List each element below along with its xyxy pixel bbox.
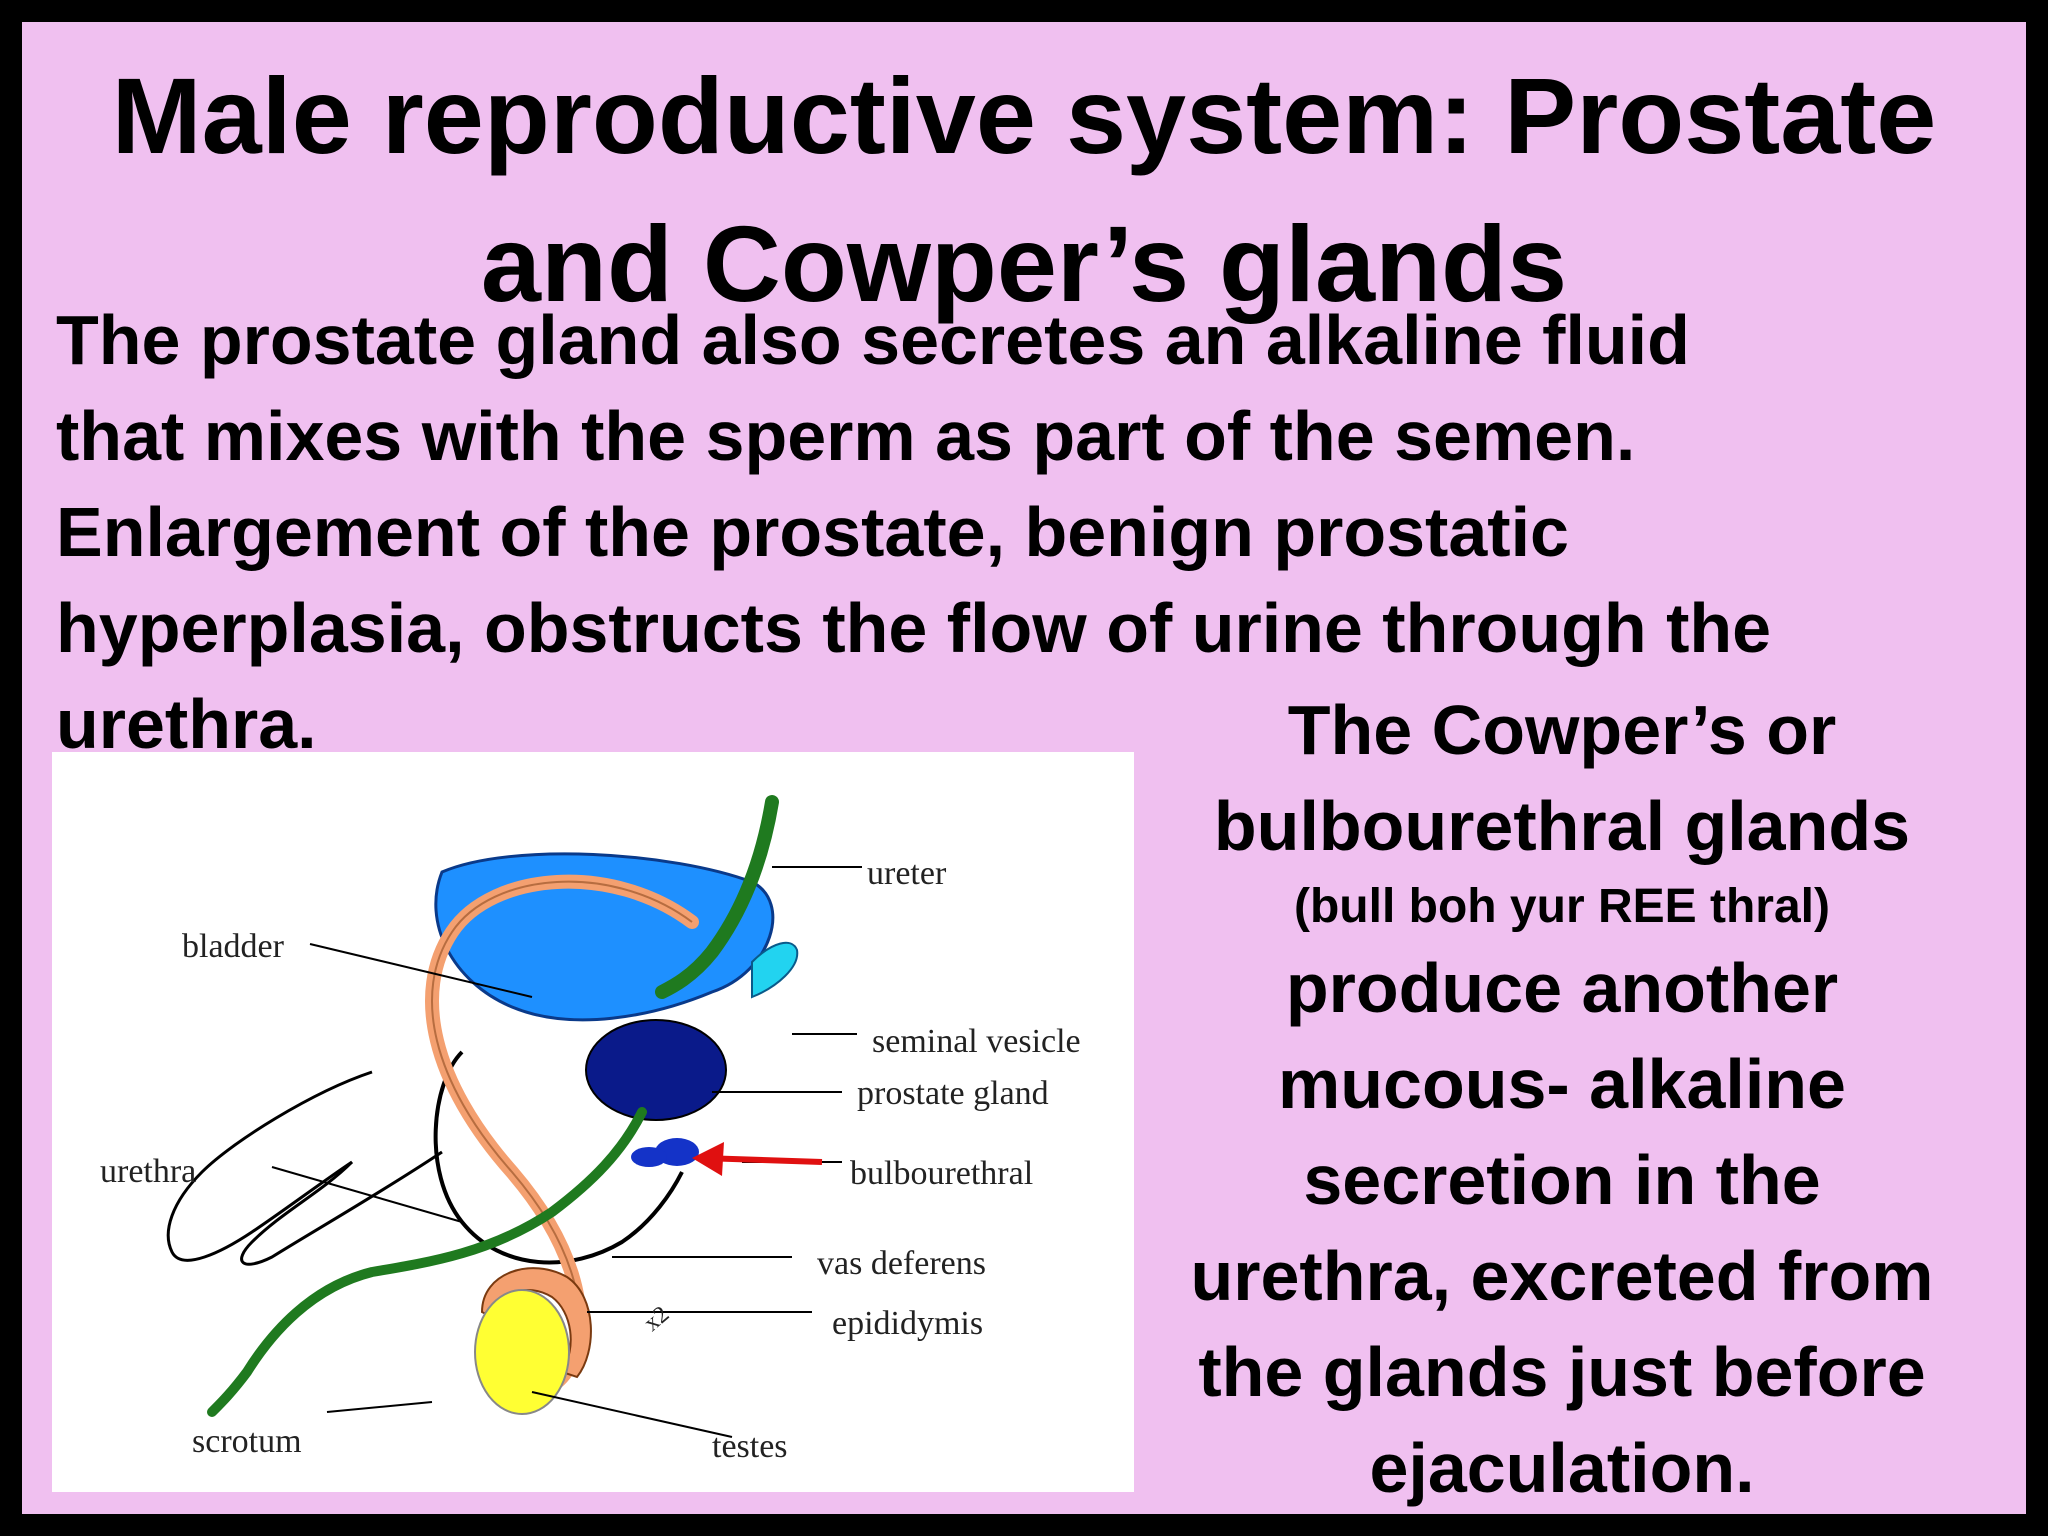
body-line-1: The prostate gland also secretes an alka… xyxy=(56,301,1690,379)
body-line-2: that mixes with the sperm as part of the… xyxy=(56,397,1636,475)
diagram-svg: ureter bladder seminal vesicle prostate … xyxy=(100,795,1081,1465)
label-prostate-gland: prostate gland xyxy=(857,1075,1049,1112)
label-bladder: bladder xyxy=(182,928,285,965)
bulbourethral-shape-2 xyxy=(631,1147,667,1167)
leader-lines xyxy=(271,866,862,1438)
label-scrotum: scrotum xyxy=(192,1423,302,1460)
urethra-tube xyxy=(207,1107,647,1417)
slide: Male reproductive system: Prostate and C… xyxy=(22,22,2026,1514)
body-line-3: Enlargement of the prostate, benign pros… xyxy=(56,493,1569,571)
testes-shape xyxy=(474,1289,570,1415)
label-testes: testes xyxy=(712,1428,788,1465)
prostate-shape xyxy=(585,1019,727,1121)
scrotum-sac xyxy=(433,1050,684,1265)
cowper-line-8: ejaculation. xyxy=(1369,1429,1755,1507)
scrotum-outline xyxy=(166,1070,373,1262)
scrotum-outline-2 xyxy=(240,1150,443,1266)
cowper-line-1: The Cowper’s or xyxy=(1287,691,1837,769)
cowper-pronunciation: (bull boh yur REE thral) xyxy=(1294,880,1830,933)
label-seminal-vesicle: seminal vesicle xyxy=(872,1023,1081,1060)
cowper-line-4: mucous- alkaline xyxy=(1278,1045,1846,1123)
cowper-line-3: produce another xyxy=(1285,949,1839,1027)
label-urethra: urethra xyxy=(100,1153,196,1190)
body-line-4: hyperplasia, obstructs the flow of urine… xyxy=(56,589,1772,667)
label-bulbourethral: bulbourethral xyxy=(850,1155,1033,1192)
label-epididymis: epididymis xyxy=(832,1305,983,1342)
reproductive-diagram: ureter bladder seminal vesicle prostate … xyxy=(52,752,1134,1492)
bulbourethral-arrow xyxy=(692,1142,823,1176)
label-ureter: ureter xyxy=(867,855,947,892)
label-vas-deferens: vas deferens xyxy=(817,1245,986,1282)
cowper-line-5: secretion in the xyxy=(1303,1141,1821,1219)
cowper-paragraph: The Cowper’s or bulbourethral glands (bu… xyxy=(1112,682,2012,1514)
cowper-line-2: bulbourethral glands xyxy=(1213,787,1911,865)
cowper-line-6: urethra, excreted from xyxy=(1190,1237,1934,1315)
prostate-paragraph: The prostate gland also secretes an alka… xyxy=(56,292,2016,772)
body-line-5: urethra. xyxy=(56,685,317,763)
cowper-line-7: the glands just before xyxy=(1198,1333,1926,1411)
slide-title: Male reproductive system: Prostate and C… xyxy=(22,42,2026,338)
title-line-2: and Cowper’s glands xyxy=(480,203,1568,324)
seminal-vesicle-shape xyxy=(751,941,799,999)
label-x2: x2 xyxy=(639,1301,674,1336)
title-line-1: Male reproductive system: Prostate xyxy=(111,55,1937,176)
ureter-tube xyxy=(655,795,779,999)
